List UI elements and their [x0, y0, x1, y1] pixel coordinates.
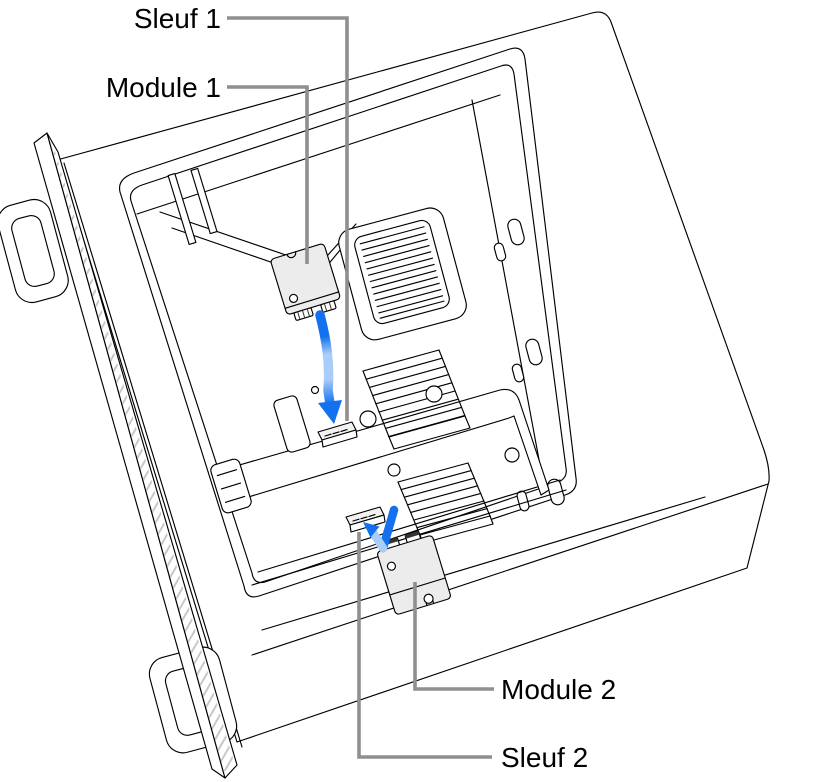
- module2-divider-line: [389, 577, 446, 596]
- standoff: [387, 463, 401, 477]
- latch-comb: [210, 458, 252, 514]
- label-module-1: Module 1: [106, 72, 221, 103]
- module1-edge-line: [284, 291, 340, 309]
- callout-line-module-2: [413, 582, 494, 691]
- main-shelf: [221, 388, 550, 503]
- lower-compartment: [251, 447, 567, 586]
- labels: Sleuf 1 Module 1 Module 2 Sleuf 2: [106, 3, 616, 773]
- label-module-2: Module 2: [501, 674, 616, 705]
- vent-grille: [338, 207, 467, 341]
- module2-screw-hole: [386, 561, 397, 571]
- ssd-module-1: [270, 243, 341, 321]
- interior-back-edge: [136, 94, 501, 215]
- module1-connector-tabs: [293, 300, 337, 321]
- screw: [310, 385, 320, 395]
- standoff: [359, 410, 377, 428]
- ssd-slot-1: [317, 421, 358, 448]
- case-bottom-chamfer-edge: [251, 483, 769, 656]
- standoff: [425, 385, 443, 403]
- module2-insert-arrow: [363, 505, 399, 553]
- retainer-bracket: [273, 395, 311, 453]
- module2-body: [377, 535, 451, 615]
- label-sleuf-2: Sleuf 2: [501, 742, 588, 773]
- top-handle: [0, 198, 69, 304]
- frame-struts: [167, 167, 218, 246]
- right-wall-edge: [471, 99, 541, 466]
- module1-screw-hole: [288, 293, 299, 303]
- module2-notch: [423, 593, 435, 607]
- label-sleuf-1: Sleuf 1: [134, 3, 221, 34]
- case-interior: [136, 94, 567, 586]
- lower-board-edge-1: [257, 479, 561, 573]
- callout-line-sleuf-1: [227, 16, 349, 421]
- case-bottom-strip-line: [261, 496, 706, 631]
- callout-line-module-1: [227, 85, 309, 264]
- standoff: [504, 447, 520, 463]
- panel-lattice-hatch: [50, 140, 234, 772]
- grille-slats: [359, 226, 445, 319]
- arrow-up-left-head: [363, 522, 380, 538]
- right-wall-cutouts: [493, 218, 565, 512]
- module1-notch: [286, 251, 297, 259]
- callout-line-sleuf-2: [357, 532, 492, 759]
- front-lattice-panel: [33, 132, 238, 779]
- module1-insert-arrow: [315, 310, 342, 424]
- arrow-down-head: [318, 400, 342, 424]
- callout-lines: [227, 16, 494, 759]
